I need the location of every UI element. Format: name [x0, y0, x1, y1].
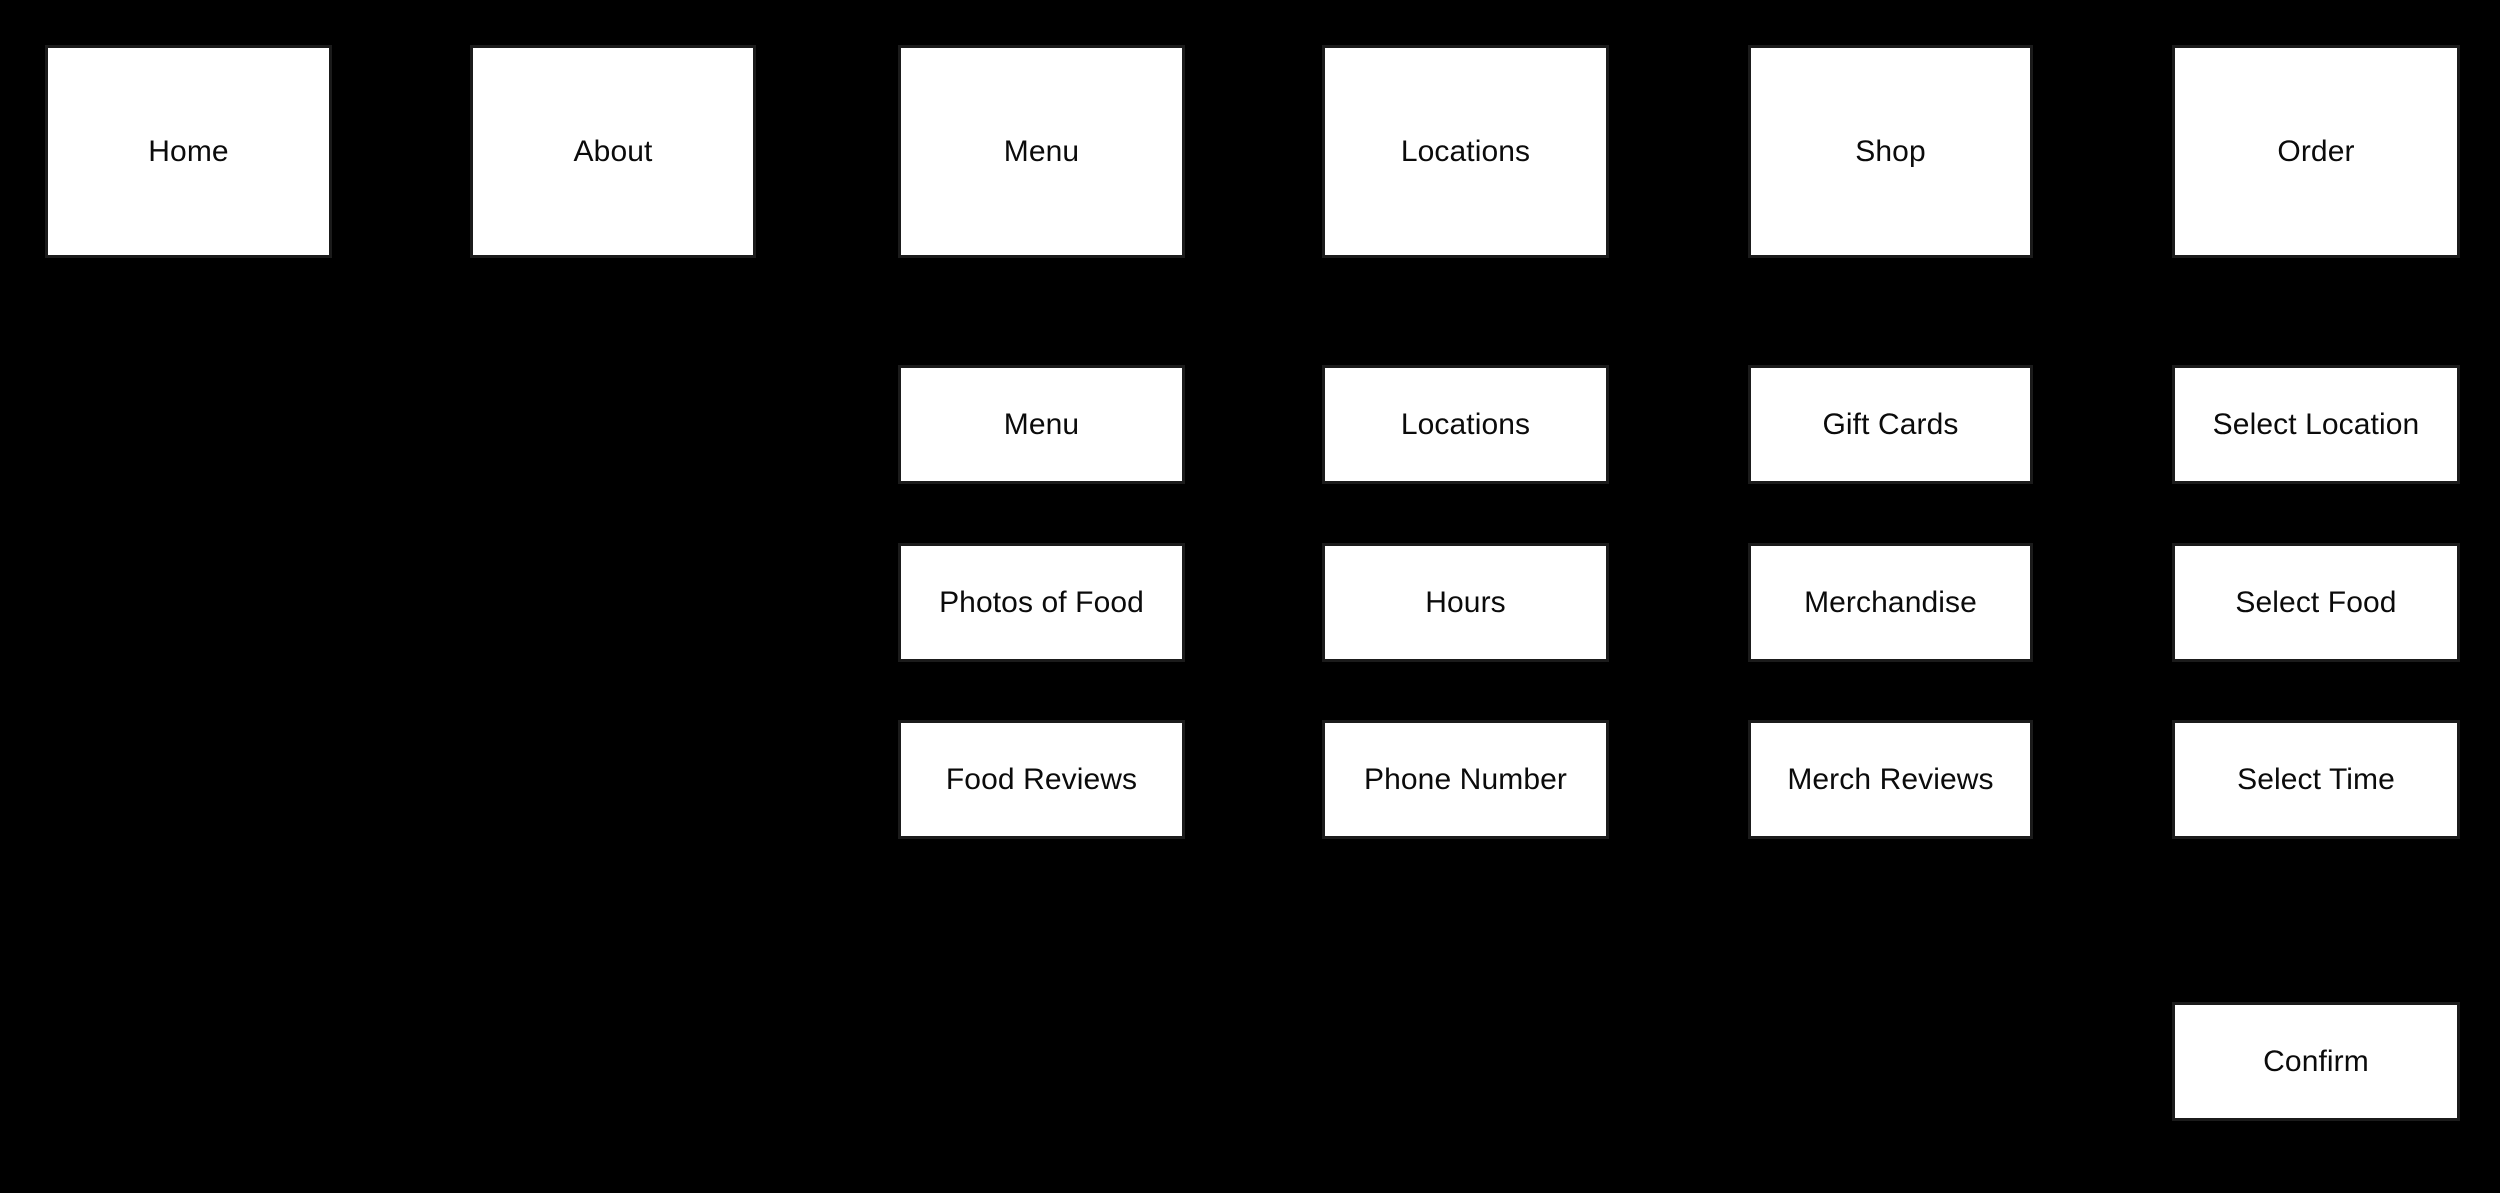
node-label: Phone Number — [1364, 762, 1567, 796]
node-order-child-confirm[interactable]: Confirm — [2172, 1002, 2460, 1121]
node-locations-child-hours[interactable]: Hours — [1322, 543, 1609, 662]
node-label: Home — [148, 134, 229, 168]
node-label: Locations — [1400, 407, 1531, 441]
node-menu-child-food-reviews[interactable]: Food Reviews — [898, 720, 1185, 839]
node-locations[interactable]: Locations — [1322, 45, 1609, 258]
node-shop-child-merch-reviews[interactable]: Merch Reviews — [1748, 720, 2033, 839]
node-order-child-select-time[interactable]: Select Time — [2172, 720, 2460, 839]
node-label: Select Location — [2212, 407, 2420, 441]
node-label: Merch Reviews — [1787, 762, 1994, 796]
node-about[interactable]: About — [470, 45, 756, 258]
node-menu-child-menu[interactable]: Menu — [898, 365, 1185, 484]
node-menu[interactable]: Menu — [898, 45, 1185, 258]
node-label: Select Time — [2237, 762, 2395, 796]
node-label: Confirm — [2263, 1044, 2369, 1078]
node-label: Locations — [1400, 134, 1531, 168]
node-label: Hours — [1425, 585, 1506, 619]
node-shop-child-gift-cards[interactable]: Gift Cards — [1748, 365, 2033, 484]
node-order-child-select-location[interactable]: Select Location — [2172, 365, 2460, 484]
node-label: Order — [2277, 134, 2355, 168]
node-label: Menu — [1003, 134, 1080, 168]
node-shop[interactable]: Shop — [1748, 45, 2033, 258]
node-label: Menu — [1003, 407, 1080, 441]
node-label: Gift Cards — [1822, 407, 1959, 441]
node-order-child-select-food[interactable]: Select Food — [2172, 543, 2460, 662]
node-label: Shop — [1855, 134, 1926, 168]
node-label: Merchandise — [1804, 585, 1977, 619]
node-locations-child-locations[interactable]: Locations — [1322, 365, 1609, 484]
node-shop-child-merchandise[interactable]: Merchandise — [1748, 543, 2033, 662]
node-order[interactable]: Order — [2172, 45, 2460, 258]
node-locations-child-phone-number[interactable]: Phone Number — [1322, 720, 1609, 839]
node-label: Photos of Food — [939, 585, 1144, 619]
node-label: About — [573, 134, 653, 168]
node-menu-child-photos-of-food[interactable]: Photos of Food — [898, 543, 1185, 662]
node-home[interactable]: Home — [45, 45, 332, 258]
node-label: Food Reviews — [945, 762, 1138, 796]
node-label: Select Food — [2235, 585, 2397, 619]
